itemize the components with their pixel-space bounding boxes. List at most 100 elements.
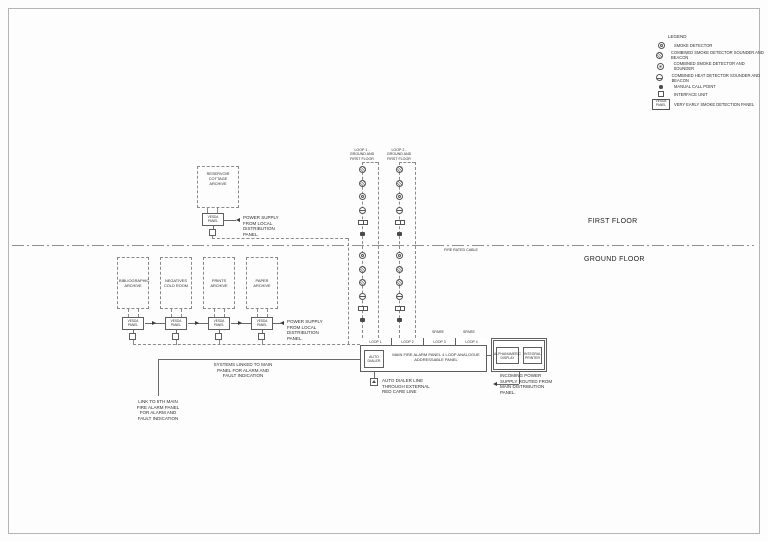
vesda-panel-icon: VESDA PANEL — [652, 98, 670, 110]
connector-line — [133, 330, 134, 333]
loop1-header: LOOP 1 - GROUND AND FIRST FLOOR — [349, 148, 375, 161]
legend-item: MANUAL CALL POINT — [652, 84, 764, 90]
bus-drop-line — [176, 340, 177, 345]
legend-symbol-wrap — [652, 85, 670, 89]
incoming-power-drop-line — [519, 372, 520, 384]
legend-item: COMBINED SMOKE DETECTOR SOUNDER AND BEAC… — [652, 50, 764, 60]
heat-sounder-beacon-icon — [396, 206, 403, 214]
smoke-icon — [359, 252, 366, 259]
manual-call-point-icon — [360, 317, 365, 322]
legend-item-label: COMBINED SMOKE DETECTOR AND SOUNDER — [673, 61, 745, 72]
gf-power-supply-note: POWER SUPPLY FROM LOCAL DISTRIBUTION PAN… — [287, 319, 323, 341]
connector-line — [213, 226, 214, 229]
interface-unit-icon — [394, 220, 405, 225]
spare-label-loop4: SPARE — [463, 330, 475, 334]
interface-unit-icon — [394, 306, 405, 311]
room-group: PAPER ARCHIVE VESDA PANEL — [246, 257, 278, 349]
fire-rated-cable-label: FIRE RATED CABLE — [444, 248, 478, 252]
legend-symbol-wrap — [652, 51, 667, 59]
loop1-wire — [362, 162, 363, 338]
gf-power-line — [273, 323, 281, 324]
ff-power-supply-note: POWER SUPPLY FROM LOCAL DISTRIBUTION PAN… — [243, 215, 279, 237]
legend-symbol-wrap — [652, 74, 668, 82]
manual-call-point-icon — [360, 231, 365, 236]
triangle-icon — [372, 380, 376, 383]
legend-item-label: SMOKE DETECTOR — [674, 43, 713, 48]
loop1-top-wire — [362, 162, 378, 163]
legend-item-label: INTERFACE UNIT — [674, 91, 708, 97]
connector-line — [219, 330, 220, 333]
interface-square — [215, 333, 222, 340]
loop1-ground-floor-devices — [356, 252, 369, 322]
loop1-first-floor-devices — [356, 166, 369, 236]
integral-printer-box: INTEGRAL PRINTER — [523, 347, 542, 364]
bus-drop-line — [133, 340, 134, 345]
legend-symbol-wrap — [652, 42, 670, 49]
legend-rows: SMOKE DETECTOR COMBINED SMOKE DETECTOR SO… — [652, 42, 764, 110]
power-supply-arrow-icon — [236, 218, 240, 222]
manual-call-point-icon — [659, 85, 663, 89]
interface-unit-icon — [357, 306, 368, 311]
panel-loop-terminal: LOOP 3 — [424, 338, 456, 346]
room-label: PAPER ARCHIVE — [253, 277, 271, 288]
systems-link-line — [158, 359, 360, 360]
smoke-sounder-beacon-icon — [396, 179, 403, 187]
floor-divider-line — [12, 245, 754, 246]
chain-arrow-icon — [195, 321, 199, 325]
legend-item-label: COMBINED SMOKE DETECTOR SOUNDER AND BEAC… — [671, 50, 764, 61]
auto-dialer-drop-line — [374, 372, 375, 378]
vesda-link-wire-down — [348, 238, 349, 344]
room-drop-line — [224, 309, 225, 317]
smoke-sounder-beacon-icon — [359, 265, 366, 273]
interface-unit-icon — [658, 91, 664, 98]
manual-call-point-icon — [397, 317, 402, 322]
loop2-ground-floor-devices — [393, 252, 406, 322]
connector-line — [262, 330, 263, 333]
gf-power-arrow-icon — [280, 321, 284, 325]
heat-sounder-beacon-icon — [656, 74, 664, 82]
interface-square — [172, 333, 179, 340]
room-label: NEGATIVES COLD ROOM — [164, 277, 188, 288]
legend-item-label: VERY EARLY SMOKE DETECTION PANEL — [674, 101, 755, 107]
heat-sounder-beacon-icon — [396, 292, 403, 300]
interface-unit-icon — [357, 220, 368, 225]
vesda-panel-first-floor: VESDA PANEL — [202, 213, 224, 226]
interface-square — [258, 333, 265, 340]
vesda-panel: VESDA PANEL — [251, 317, 273, 330]
panel-loop-terminal: LOOP 4 — [456, 338, 487, 346]
legend-item: SMOKE DETECTOR — [652, 42, 764, 49]
reservoir-cottage-archive-room: RESERVOIR COTTAGE ARCHIVE — [197, 166, 239, 208]
manual-call-point-icon — [397, 231, 402, 236]
vesda-bus-wire — [133, 344, 360, 345]
room-box: PRINTS ARCHIVE — [203, 257, 235, 309]
systems-linked-note: SYSTEMS LINKED TO MAIN PANEL FOR ALARM A… — [213, 362, 273, 379]
legend-symbol-wrap — [652, 62, 670, 70]
vesda-panel: VESDA PANEL — [122, 317, 144, 330]
bus-drop-line — [219, 340, 220, 345]
interface-square — [209, 229, 216, 236]
legend-item: COMBINED SMOKE DETECTOR AND SOUNDER — [652, 61, 764, 71]
alphanumeric-display-box: ALPHANUMERIC DISPLAY — [494, 347, 521, 364]
spare-label-loop3: SPARE — [432, 330, 444, 334]
room-box: PAPER ARCHIVE — [246, 257, 278, 309]
smoke-sounder-beacon-icon — [396, 279, 403, 286]
heat-sounder-beacon-icon — [359, 206, 366, 214]
smoke-sounder-beacon-icon — [396, 166, 403, 173]
room-drop-line — [171, 309, 172, 317]
legend-item: COMBINED HEAT DETECTOR SOUNDER AND BEACO… — [652, 73, 764, 83]
loop2-header: LOOP 2 - GROUND AND FIRST FLOOR — [386, 148, 412, 161]
loop2-first-floor-devices — [393, 166, 406, 236]
sheet-border — [8, 8, 760, 534]
room-drop-line — [214, 309, 215, 317]
legend-item: VESDA PANEL VERY EARLY SMOKE DETECTION PA… — [652, 98, 764, 110]
legend-symbol-wrap: VESDA PANEL — [652, 98, 670, 110]
room-label: BIBLIOGRAPHIC ARCHIVE — [119, 277, 150, 288]
incoming-power-arrow-icon — [493, 382, 497, 386]
room-drop-line — [257, 309, 258, 317]
legend-item-label: MANUAL CALL POINT — [674, 84, 716, 90]
incoming-power-note: INCOMING POWER SUPPLY ROUTED FROM MAIN D… — [500, 373, 553, 395]
smoke-sounder-beacon-icon — [359, 179, 366, 187]
vesda-panel: VESDA PANEL — [165, 317, 187, 330]
